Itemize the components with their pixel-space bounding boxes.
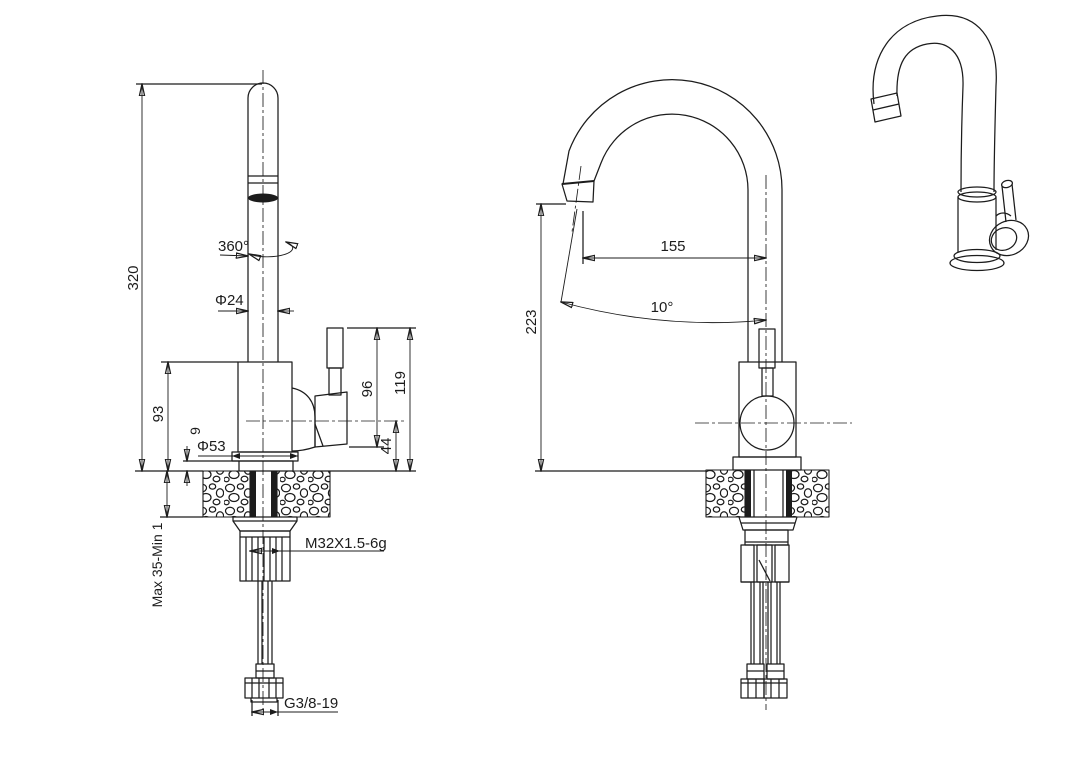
spout-diameter-dim: Φ24 xyxy=(215,292,244,309)
swivel-angle-label: 360° xyxy=(218,238,249,255)
inlet-thread-label: G3/8-19 xyxy=(284,695,338,712)
side-view-outline xyxy=(202,70,404,710)
overall-height-dim: 320 xyxy=(125,265,142,290)
spout-reach-dim: 155 xyxy=(660,238,685,255)
side-view-dimensions: 320 360° Φ24 93 9 Φ53 96 119 44 Max 35-M… xyxy=(125,84,416,716)
handle-height-dim: 96 xyxy=(359,381,376,398)
base-height-dim: 9 xyxy=(187,427,203,435)
base-diameter-dim: Φ53 xyxy=(197,438,226,455)
body-height-dim: 93 xyxy=(150,406,167,423)
deck-thickness-dim: Max 35-Min 1 xyxy=(149,522,165,607)
outlet-angle-dim: 10° xyxy=(651,299,674,316)
iso-view-outline xyxy=(870,14,1030,272)
shank-thread-label: M32X1.5-6g xyxy=(305,535,387,552)
outlet-height-dim: 223 xyxy=(523,309,540,334)
front-view-dimensions: 223 155 10° xyxy=(523,204,766,471)
front-view-outline xyxy=(561,79,852,710)
valve-center-height-dim: 44 xyxy=(378,438,395,455)
handle-overall-height-dim: 119 xyxy=(392,371,409,395)
